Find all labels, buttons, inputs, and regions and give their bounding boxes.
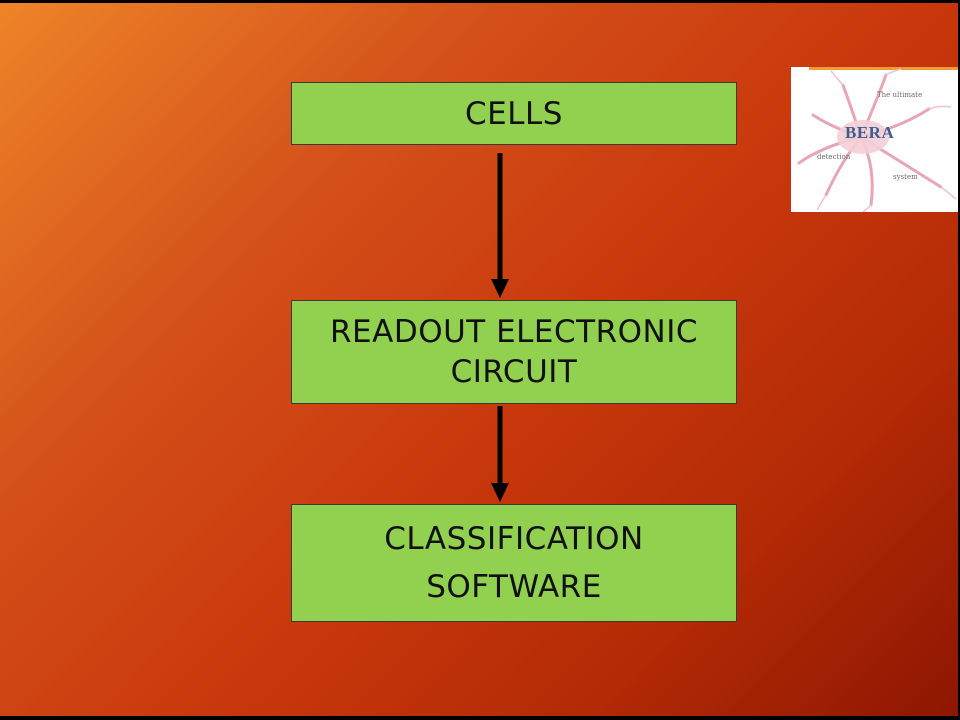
node-cells: CELLS xyxy=(291,82,737,145)
slide: CELLS READOUT ELECTRONIC CIRCUIT CLASSIF… xyxy=(0,3,958,716)
logo-tagline-top: The ultimate xyxy=(877,91,923,99)
logo-tagline-bottom: system xyxy=(893,173,918,181)
bera-logo: BERA The ultimate detection system xyxy=(791,67,958,212)
node-readout-electronic-circuit: READOUT ELECTRONIC CIRCUIT xyxy=(291,300,737,404)
arrow-cells-to-readout xyxy=(491,153,509,298)
logo-brand-text: BERA xyxy=(845,123,895,142)
node-classification-software: CLASSIFICATION SOFTWARE xyxy=(291,504,737,622)
node-cells-label: CELLS xyxy=(465,95,563,132)
node-readout-label-line2: CIRCUIT xyxy=(450,354,578,390)
node-readout-label-line1: READOUT ELECTRONIC xyxy=(329,314,699,350)
node-classification-label-line1: CLASSIFICATION xyxy=(384,521,644,557)
neuron-icon xyxy=(797,68,957,212)
logo-accent-bar xyxy=(809,67,958,70)
arrow-readout-to-classification xyxy=(491,406,509,502)
logo-tagline-left: detection xyxy=(817,153,851,161)
node-classification-label-line2: SOFTWARE xyxy=(426,569,602,605)
